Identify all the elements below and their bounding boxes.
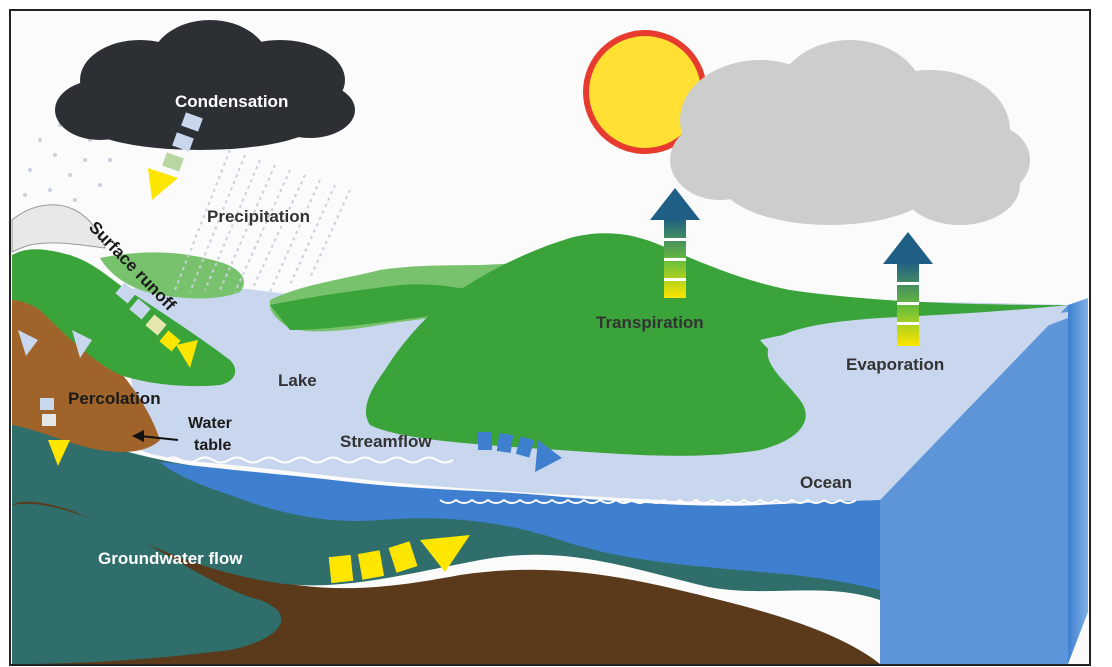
water-table-line: [164, 456, 454, 464]
condensation-arrow: [148, 112, 203, 200]
water-table-pointer: [139, 435, 179, 441]
ocean-front-face: [880, 305, 1068, 664]
label-ocean: Ocean: [800, 473, 852, 492]
center-hill: [270, 284, 500, 330]
precipitation-streaks: [174, 149, 351, 293]
groundwater-flow-arrow: [328, 535, 470, 584]
ocean-shore-waves: [439, 498, 857, 504]
label-precipitation: Precipitation: [207, 207, 310, 226]
light-hill-left: [100, 252, 244, 299]
left-hill: [12, 249, 236, 387]
sun: [583, 30, 707, 154]
ocean-side-face: [1068, 298, 1088, 664]
water-table-pointer-head: [132, 430, 144, 442]
label-groundwater-flow: Groundwater flow: [98, 549, 243, 568]
percolation-arrows: [18, 330, 92, 466]
label-water-table-line1: Water: [188, 415, 232, 432]
soil-cliff: [12, 300, 160, 452]
label-water-table-line2: table: [194, 437, 231, 454]
main-landmass: [365, 233, 1068, 456]
label-evaporation: Evaporation: [846, 355, 944, 374]
streamflow-arrow: [478, 432, 562, 472]
evaporation-arrow: [883, 232, 933, 346]
transpiration-arrow: [650, 188, 700, 298]
gray-cloud: [670, 40, 1030, 225]
snow-dots: [23, 123, 112, 202]
surface-runoff-arrow: [115, 282, 198, 368]
label-percolation: Percolation: [68, 389, 161, 408]
bay-water: [760, 312, 1068, 392]
label-condensation: Condensation: [175, 92, 288, 111]
groundwater-lower: [12, 503, 282, 664]
snow-cap: [11, 204, 106, 253]
deep-water-band: [160, 462, 880, 590]
label-lake: Lake: [278, 371, 317, 390]
label-transpiration: Transpiration: [596, 313, 704, 332]
label-streamflow: Streamflow: [340, 432, 432, 451]
